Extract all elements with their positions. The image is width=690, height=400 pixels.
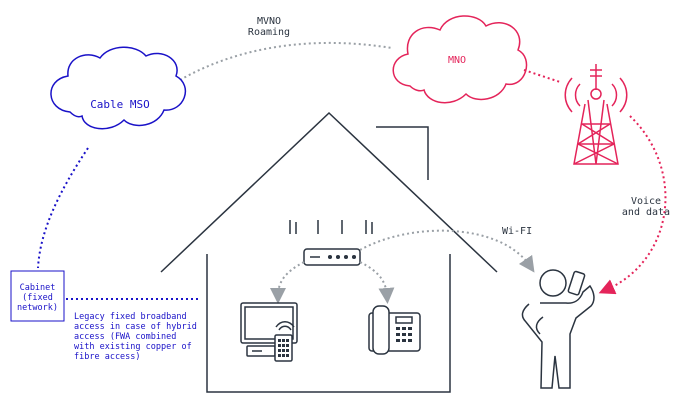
legacy-access-label: Legacy fixed broadband access in case of…: [74, 312, 197, 362]
house-icon: [160, 111, 498, 393]
tv-set-top-box-icon: [240, 302, 298, 362]
cell-tower-icon: [564, 64, 628, 165]
mvno-roaming-link: [179, 41, 393, 81]
router-icon: [289, 220, 373, 266]
desk-phone-icon: [368, 305, 421, 355]
cable-mso-cloud-icon: [50, 46, 187, 130]
cable-to-cabinet-link: [37, 147, 89, 269]
mno-cloud-icon: [392, 15, 528, 104]
router-to-tv-link: [270, 261, 305, 304]
voice-data-link: [598, 115, 667, 295]
wifi-label: Wi-FI: [502, 226, 533, 237]
wifi-link: [359, 229, 535, 273]
person-with-phone-icon: [521, 269, 595, 389]
cabinet-box: [10, 270, 65, 322]
mno-to-tower-link: [523, 69, 561, 83]
mno-label: MNO: [447, 55, 467, 66]
voice-data-label: Voice and data: [621, 196, 671, 218]
cabinet-label: Cabinet (fixed network): [17, 283, 58, 313]
mvno-roaming-label: MVNO Roaming: [247, 16, 291, 38]
router-to-phone-link: [359, 261, 395, 304]
cable-mso-label: Cable MSO: [90, 98, 150, 111]
